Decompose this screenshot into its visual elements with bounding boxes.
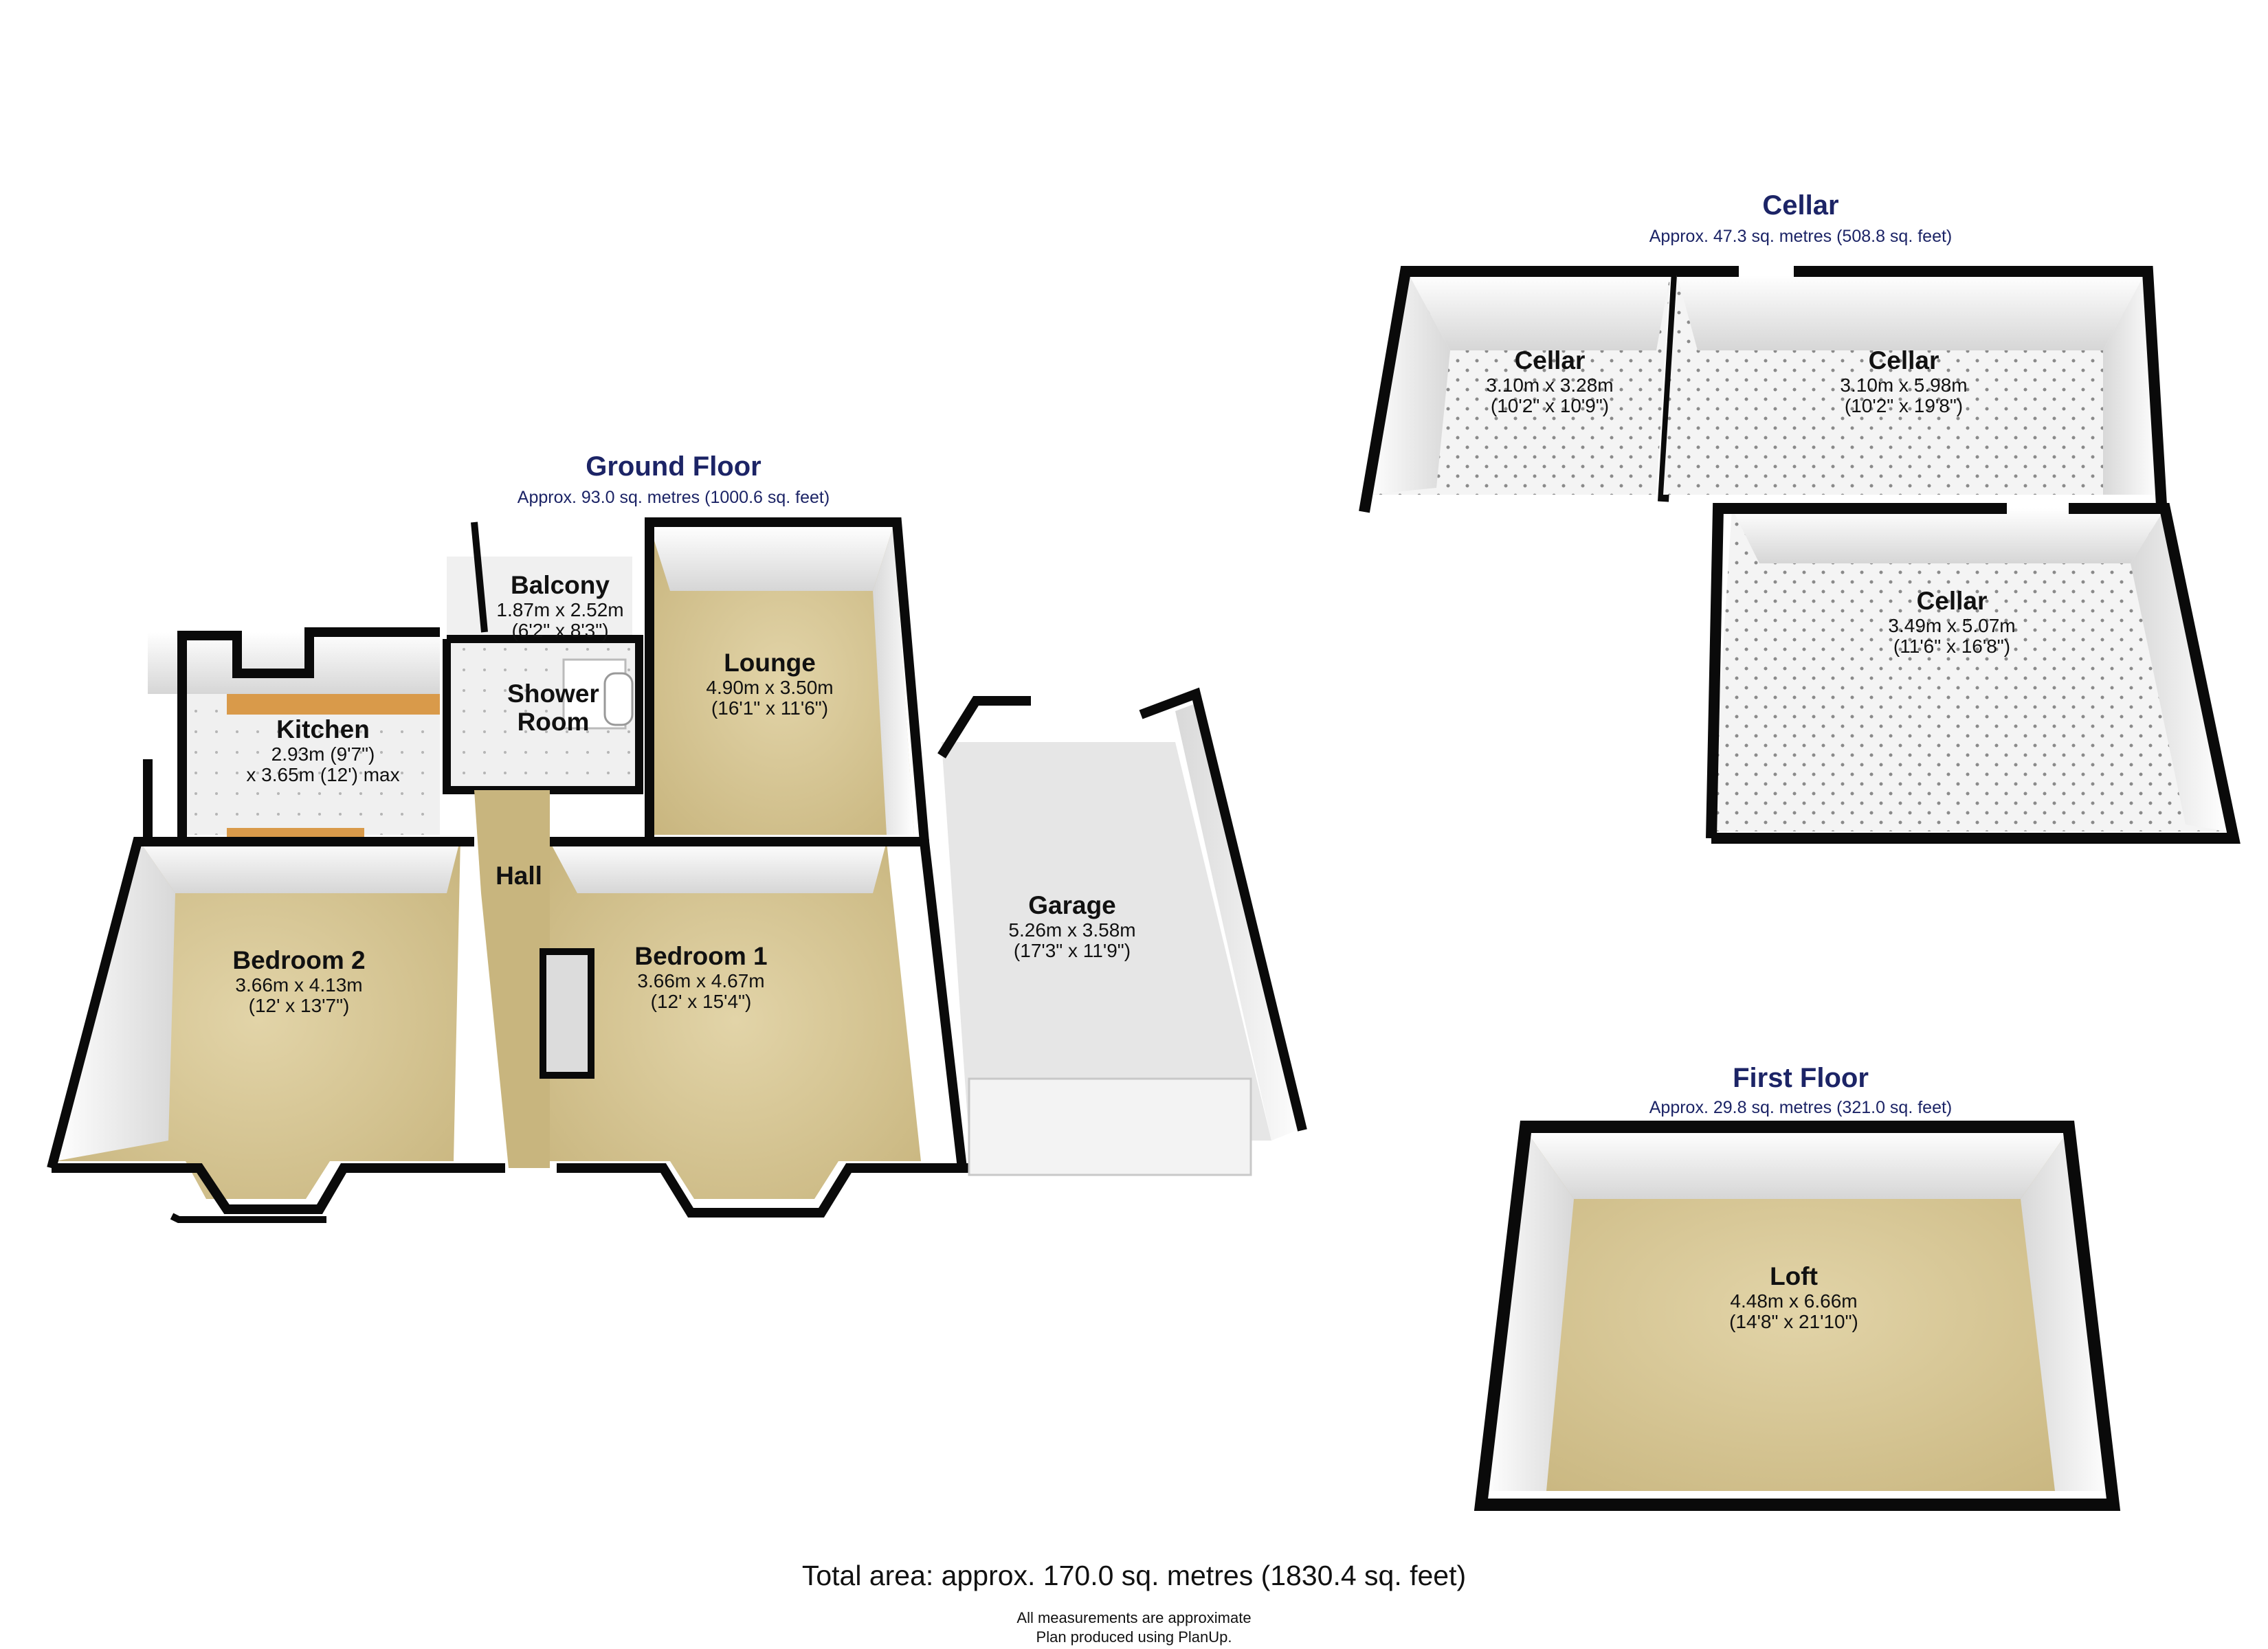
bedroom-2-room xyxy=(47,837,505,1223)
garage-label: Garage 5.26m x 3.58m (17'3" x 11'9") xyxy=(969,891,1175,962)
cellar-c-label: Cellar 3.49m x 5.07m (11'6" x 16'8") xyxy=(1849,587,2055,658)
room-dimensions-metric: 3.66m x 4.13m xyxy=(235,974,363,996)
measurement-disclaimer: All measurements are approximate xyxy=(1016,1609,1252,1626)
room-dimensions-metric: 2.93m (9'7") xyxy=(271,743,375,765)
room-name: Lounge xyxy=(724,649,816,677)
room-dimensions-imperial: (14'8" x 21'10") xyxy=(1729,1311,1858,1333)
cellar-c-room xyxy=(1706,503,2241,844)
balcony-label: Balcony 1.87m x 2.52m (6'2" x 8'3") xyxy=(467,571,653,642)
room-name: Shower xyxy=(507,680,599,708)
cellar-b-room xyxy=(1663,266,2167,506)
room-dimensions-metric: 4.48m x 6.66m xyxy=(1730,1290,1858,1312)
room-dimensions-metric: 4.90m x 3.50m xyxy=(706,676,834,698)
kitchen-label: Kitchen 2.93m (9'7") x 3.65m (12') max xyxy=(220,715,426,786)
total-area: Total area: approx. 170.0 sq. metres (18… xyxy=(801,1560,1467,1591)
room-name: Garage xyxy=(1028,891,1116,919)
room-name: Loft xyxy=(1770,1262,1818,1290)
room-dimensions-metric: 1.87m x 2.52m xyxy=(496,598,624,620)
room-dimensions-imperial: (6'2" x 8'3") xyxy=(511,620,609,642)
first-floor-area: Approx. 29.8 sq. metres (321.0 sq. feet) xyxy=(1649,1098,1953,1117)
hall-area xyxy=(474,790,550,1168)
cellar-floor-area: Approx. 47.3 sq. metres (508.8 sq. feet) xyxy=(1649,227,1953,246)
room-dimensions-imperial: (10'2" x 10'9") xyxy=(1490,395,1610,417)
room-name: Kitchen xyxy=(276,715,370,743)
bedroom-1-room xyxy=(540,837,969,1218)
cellar-a-room xyxy=(1359,266,1683,513)
plan-credit: Plan produced using PlanUp. xyxy=(1036,1628,1232,1646)
room-dimensions-imperial: (11'6" x 16'8") xyxy=(1893,636,2011,658)
ground-floor-area: Approx. 93.0 sq. metres (1000.6 sq. feet… xyxy=(517,488,830,507)
lounge-label: Lounge 4.90m x 3.50m (16'1" x 11'6") xyxy=(674,649,866,719)
room-dimensions-imperial: (10'2" x 19'8") xyxy=(1844,395,1964,417)
first-floor-title: First Floor xyxy=(1733,1063,1869,1093)
shower-room-label: Shower Room xyxy=(481,680,625,736)
loft-label: Loft 4.48m x 6.66m (14'8" x 21'10") xyxy=(1691,1262,1897,1333)
room-dimensions-imperial: (12' x 15'4") xyxy=(650,991,752,1013)
room-dimensions-metric: 3.66m x 4.67m xyxy=(637,969,765,991)
room-name: Cellar xyxy=(1868,346,1939,374)
room-dimensions-metric: 3.49m x 5.07m xyxy=(1888,614,2016,636)
lounge-room xyxy=(645,517,929,842)
room-name: Room xyxy=(517,707,590,736)
cellar-a-label: Cellar 3.10m x 3.28m (10'2" x 10'9") xyxy=(1447,346,1653,417)
room-name: Hall xyxy=(496,862,542,890)
kitchen-room xyxy=(143,627,440,850)
shower-room xyxy=(443,635,643,794)
room-dimensions-imperial: (12' x 13'7") xyxy=(248,995,350,1017)
room-name: Bedroom 2 xyxy=(232,946,366,974)
room-name: Cellar xyxy=(1514,346,1586,374)
room-dimensions-metric: 3.10m x 5.98m xyxy=(1840,374,1968,396)
room-name: Balcony xyxy=(511,571,610,599)
room-dimensions-metric: 3.10m x 3.28m xyxy=(1486,374,1614,396)
room-dimensions-metric: 5.26m x 3.58m xyxy=(1008,919,1136,941)
bedroom-1-label: Bedroom 1 3.66m x 4.67m (12' x 15'4") xyxy=(598,942,804,1013)
room-dimensions-imperial: x 3.65m (12') max xyxy=(246,764,400,786)
hall-label: Hall xyxy=(485,862,553,890)
bedroom-2-label: Bedroom 2 3.66m x 4.13m (12' x 13'7") xyxy=(196,946,402,1017)
room-dimensions-imperial: (17'3" x 11'9") xyxy=(1013,940,1131,962)
loft-room xyxy=(1474,1121,2121,1511)
ground-floor-title: Ground Floor xyxy=(586,451,761,482)
cellar-floor-title: Cellar xyxy=(1762,190,1839,221)
room-name: Bedroom 1 xyxy=(634,942,768,970)
room-name: Cellar xyxy=(1916,587,1988,615)
cellar-b-label: Cellar 3.10m x 5.98m (10'2" x 19'8") xyxy=(1801,346,2007,417)
room-dimensions-imperial: (16'1" x 11'6") xyxy=(711,697,829,719)
garage-room xyxy=(937,687,1307,1176)
